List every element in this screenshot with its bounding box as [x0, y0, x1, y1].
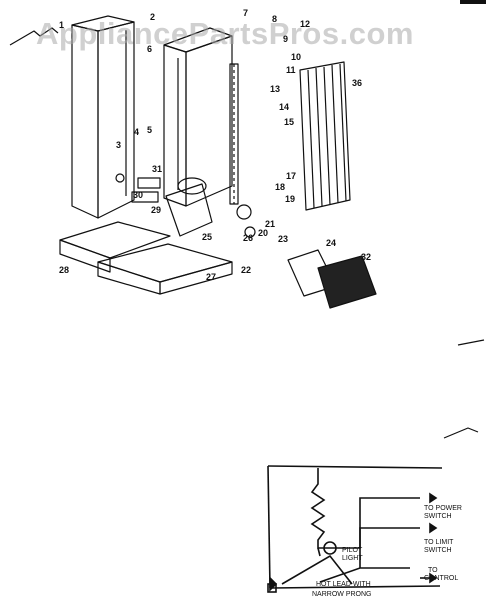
part-number-3: 3	[116, 140, 121, 150]
part-number-1: 1	[59, 20, 64, 30]
part-number-18: 18	[275, 182, 285, 192]
wiring-label-hotlead-1: HOT LEAD WITH	[316, 581, 371, 588]
part-number-29: 29	[151, 205, 161, 215]
wiring-label-limit-2: SWITCH	[424, 547, 452, 554]
wiring-label-pilot-2: LIGHT	[342, 555, 363, 562]
wiring-label-limit-1: TO LIMIT	[424, 539, 454, 546]
wiring-label-control-1: TO	[428, 567, 438, 574]
part-number-9: 9	[283, 34, 288, 44]
left-panel-front	[71, 24, 99, 219]
blower-housing-drawing	[165, 183, 213, 237]
part-number-19: 19	[285, 194, 295, 204]
part-number-27: 27	[206, 272, 216, 282]
left-panel-side	[97, 21, 135, 219]
wiring-label-pilot-1: PILOT	[342, 547, 363, 554]
knob-drawing	[115, 173, 125, 183]
part-number-7: 7	[243, 8, 248, 18]
watermark: AppliancePartsPros.com	[36, 16, 414, 51]
heating-element-grill	[299, 61, 351, 211]
part-number-13: 13	[270, 84, 280, 94]
part-number-14: 14	[279, 102, 289, 112]
part-number-6: 6	[147, 44, 152, 54]
part-number-2: 2	[150, 12, 155, 22]
part-number-28: 28	[59, 265, 69, 275]
part-number-4: 4	[134, 127, 139, 137]
hardware-packet-drawing	[317, 255, 377, 309]
top-cover-drawing	[9, 27, 59, 46]
part-number-26: 26	[243, 233, 253, 243]
part-number-5: 5	[147, 125, 152, 135]
base-plate-drawing	[59, 221, 171, 259]
part-number-24: 24	[326, 238, 336, 248]
wiring-label-power-2: SWITCH	[424, 513, 452, 520]
part-number-8: 8	[272, 14, 277, 24]
part-number-31: 31	[152, 164, 162, 174]
part-number-12: 12	[300, 19, 310, 29]
part-number-20: 20	[258, 228, 268, 238]
part-number-25: 25	[202, 232, 212, 242]
wiring-label-hotlead-2: NARROW PRONG	[312, 591, 372, 598]
part-number-15: 15	[284, 117, 294, 127]
part-number-10: 10	[291, 52, 301, 62]
part-number-32: 32	[361, 252, 371, 262]
wiring-label-control-2: CONTROL	[424, 575, 458, 582]
part-number-30: 30	[133, 190, 143, 200]
wiring-label-power-1: TO POWER	[424, 505, 462, 512]
wiring-diagram	[267, 465, 443, 593]
corner-mark	[460, 0, 486, 4]
part-number-36: 36	[352, 78, 362, 88]
part-number-21: 21	[265, 219, 275, 229]
part-number-11: 11	[286, 65, 296, 75]
part-number-17: 17	[286, 171, 296, 181]
part-number-23: 23	[278, 234, 288, 244]
part-number-22: 22	[241, 265, 251, 275]
